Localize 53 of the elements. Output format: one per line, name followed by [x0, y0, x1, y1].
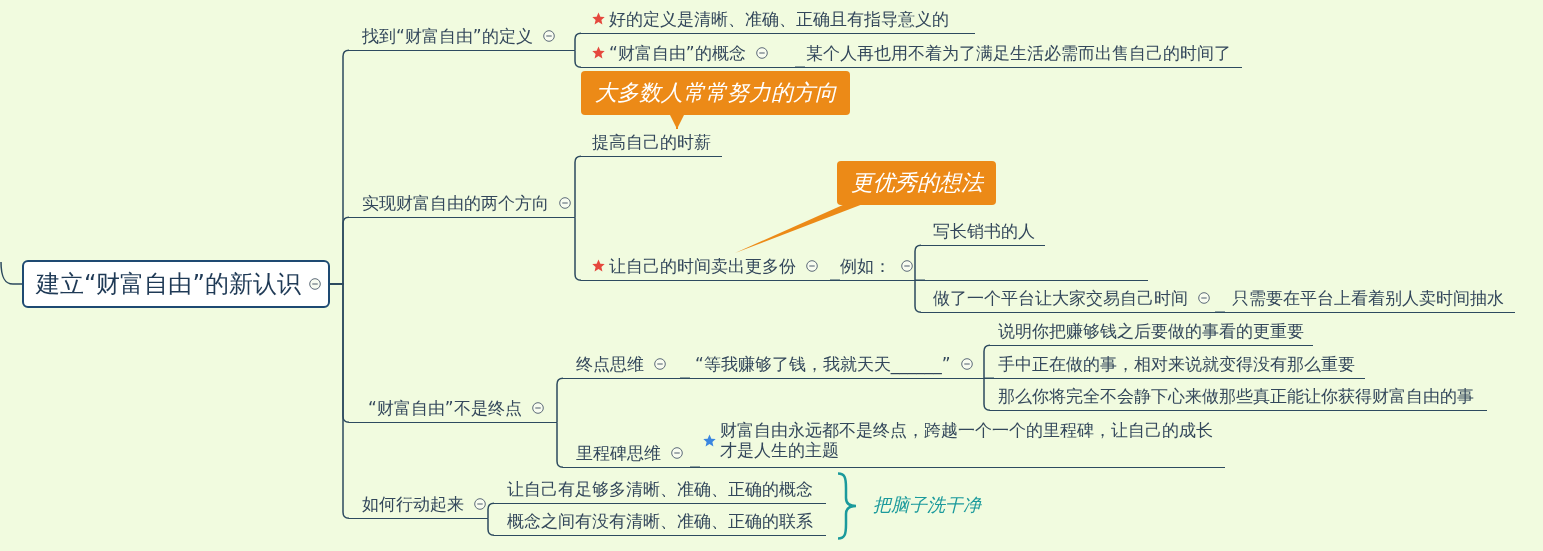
- topic-text: 找到“财富自由”的定义: [362, 26, 533, 46]
- connector-line: [574, 49, 582, 68]
- central-topic-text: 建立“财富自由”的新认识: [36, 269, 301, 299]
- callout-text: 大多数人常常努力的方向: [594, 79, 837, 107]
- central-topic: [22, 260, 330, 308]
- connector-line: [914, 244, 922, 281]
- connector-line: [679, 377, 691, 379]
- topic-text: “等我赚够了钱，我就天天______”: [695, 354, 951, 374]
- topic-text: “财富自由”不是终点: [368, 398, 522, 418]
- connector-line: [574, 155, 582, 218]
- connector-line: [829, 279, 841, 281]
- connector-line: [914, 279, 926, 281]
- connector-line: [794, 66, 806, 68]
- connector-line: [983, 377, 995, 379]
- connector-line: [574, 216, 582, 281]
- topic-text: 好的定义是清晰、准确、正确且有指导意义的: [609, 9, 949, 29]
- callout-text: 更优秀的想法: [850, 169, 983, 197]
- mind-map-topic: [581, 8, 975, 34]
- connector-line: [487, 517, 495, 536]
- topic-text: 说明你把赚够钱之后要做的事看的更重要: [998, 321, 1304, 341]
- connector-line: [574, 32, 582, 51]
- callout-bubble: [837, 161, 996, 205]
- connector-line: [556, 377, 564, 423]
- topic-text: 提高自己的时薪: [592, 132, 711, 152]
- topic-text: 做了一个平台让大家交易自己时间: [933, 288, 1188, 308]
- topic-text: 让自己的时间卖出更多份: [609, 256, 796, 276]
- connector-line: [556, 421, 564, 468]
- topic-line: [925, 277, 1148, 281]
- connector-line: [0, 261, 23, 285]
- topic-text: 手中正在做的事，相对来说就变得没有那么重要: [998, 354, 1355, 374]
- summary-text: 把脑子洗干净: [873, 493, 981, 517]
- topic-text: 让自己有足够多清晰、准确、正确的概念: [507, 479, 813, 499]
- connector-line: [983, 344, 991, 379]
- callout-pointer: [670, 113, 684, 130]
- topic-text: 终点思维: [576, 354, 644, 374]
- topic-text: 财富自由永远都不是终点，跨越一个一个的里程碑，让自己的成长才是人生的主题: [720, 420, 1214, 460]
- topic-text: “财富自由”的概念: [609, 43, 746, 63]
- connector-line: [689, 466, 701, 468]
- topic-text: 某个人再也用不着为了满足生活必需而出售自己的时间了: [806, 43, 1231, 63]
- topic-text: 只需要在平台上看着别人卖时间抽水: [1232, 288, 1504, 308]
- topic-text: 实现财富自由的两个方向: [362, 193, 549, 213]
- callout-bubble: [581, 71, 850, 115]
- topic-text: 概念之间有没有清晰、准确、正确的联系: [507, 511, 813, 531]
- connector-line: [914, 279, 922, 313]
- topic-text: 写长销书的人: [933, 221, 1035, 241]
- connector-line: [329, 283, 350, 519]
- topic-text: 如何行动起来: [362, 494, 464, 514]
- topic-text: 里程碑思维: [576, 443, 661, 463]
- connector-line: [487, 502, 495, 519]
- topic-text: 那么你将完全不会静下心来做那些真正能让你获得财富自由的事: [998, 386, 1474, 406]
- topic-text: 例如：: [840, 256, 891, 276]
- connector-line: [983, 377, 991, 411]
- connector-line: [1214, 311, 1226, 313]
